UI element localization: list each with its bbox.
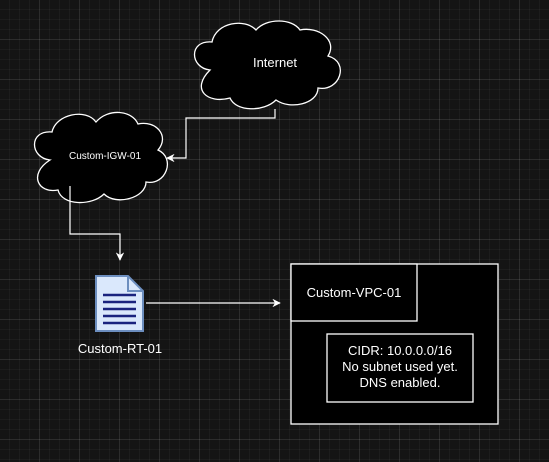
internet-label: Internet (252, 55, 298, 70)
igw-cloud[interactable] (34, 111, 168, 204)
vpc-details-box[interactable] (326, 333, 474, 403)
vpc-subnet-text: No subnet used yet. (342, 359, 458, 374)
connector-igw-to-route-table[interactable] (69, 186, 125, 261)
igw-label: Custom-IGW-01 (68, 151, 142, 162)
connector-internet-to-igw[interactable] (166, 109, 276, 163)
vpc-cidr-text: CIDR: 10.0.0.0/16 (347, 343, 453, 358)
vpc-label: Custom-VPC-01 (306, 285, 402, 300)
internet-cloud[interactable] (194, 20, 341, 110)
route-table-label: Custom-RT-01 (77, 341, 163, 356)
vpc-details: CIDR: 10.0.0.0/16 No subnet used yet. DN… (327, 343, 473, 391)
document-icon[interactable] (95, 275, 144, 332)
vpc-title-box (290, 263, 418, 322)
vpc-dns-text: DNS enabled. (359, 375, 441, 390)
